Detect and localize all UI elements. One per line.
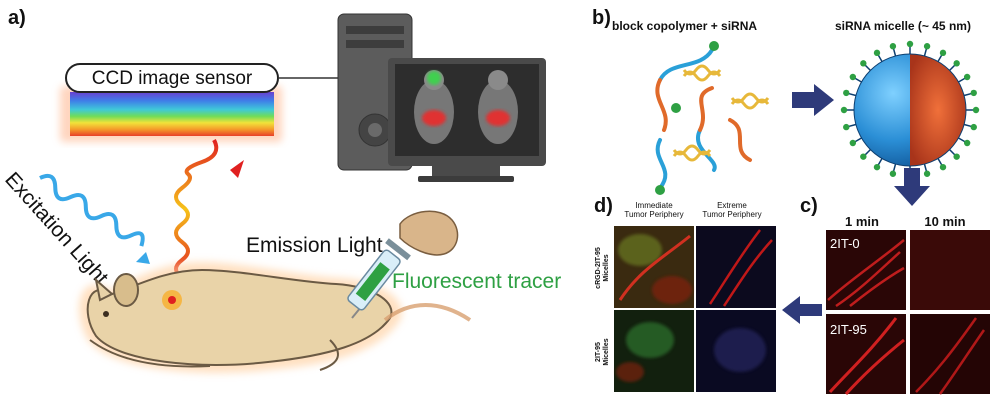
image-c-10min-2it0	[910, 230, 990, 310]
panel-c-col1: 1 min	[845, 214, 879, 229]
panel-b-right-title: siRNA micelle (~ 45 nm)	[835, 19, 971, 33]
peg-end-icon	[963, 73, 971, 81]
hand-icon	[399, 210, 459, 256]
peg-end-icon	[939, 163, 947, 171]
peg-end-icon	[860, 153, 867, 160]
excitation-arrow-head	[136, 252, 150, 264]
block-copolymer-strands	[655, 48, 752, 190]
panel-b-left-title: block copolymer + siRNA	[612, 19, 757, 33]
peg-end-icon	[972, 106, 980, 114]
image-d-extreme-crgd	[696, 226, 776, 308]
peg-end-icon	[709, 41, 719, 51]
panel-c-col2: 10 min	[924, 214, 965, 229]
panel-d-label: d)	[594, 195, 613, 217]
panel-c-row1: 2IT-0	[830, 236, 860, 251]
mouse-image-left	[414, 70, 454, 144]
ccd-sensor: CCD image sensor	[60, 63, 282, 142]
panel-c-label: c)	[800, 195, 818, 217]
sirna-micelle	[840, 40, 980, 180]
peg-end-icon	[889, 43, 897, 50]
panel-d-col1-line2: Tumor Periphery	[624, 210, 683, 219]
peg-end-icon	[671, 103, 681, 113]
tracer-label: Fluorescent tracer	[392, 270, 561, 293]
peg-end-icon	[963, 139, 971, 147]
micelle-spikes	[840, 40, 980, 180]
panel-d-row2-line1: 2IT-95	[595, 342, 602, 362]
panel-d-row1-line1: cRGD-2IT-95	[595, 247, 602, 289]
peg-end-icon	[849, 139, 857, 147]
mouse-image-right	[478, 70, 518, 144]
peg-end-icon	[923, 170, 931, 177]
peg-end-icon	[860, 60, 867, 67]
panel-d: d) Immediate Tumor Periphery Extreme Tum…	[594, 195, 776, 392]
panel-d-col1-line1: Immediate	[635, 201, 673, 210]
excitation-wave	[39, 173, 145, 247]
peg-end-icon	[849, 73, 857, 81]
panel-d-row2-line2: Micelles	[603, 338, 610, 365]
arrow-b-down	[894, 168, 930, 206]
emission-arrow-head	[230, 160, 244, 178]
panel-d-col2-line1: Extreme	[717, 201, 747, 210]
panel-d-col2-line2: Tumor Periphery	[702, 210, 761, 219]
peg-end-icon	[840, 106, 848, 114]
panel-a-label: a)	[8, 7, 26, 29]
panel-c: c) 1 min 10 min 2IT-0 2IT-95	[782, 195, 990, 396]
peg-end-icon	[843, 89, 850, 97]
peg-end-icon	[873, 163, 881, 171]
panel-d-row1-line2: Micelles	[603, 254, 610, 281]
peg-end-icon	[923, 43, 931, 50]
sirna-helix-icon	[672, 64, 770, 162]
monitor-icon	[388, 58, 546, 182]
peg-end-icon	[970, 89, 977, 97]
peg-end-icon	[939, 49, 947, 57]
mouse-illustration	[79, 262, 472, 373]
peg-end-icon	[970, 123, 977, 131]
arrow-b-right	[792, 84, 834, 116]
peg-end-icon	[906, 40, 914, 48]
peg-end-icon	[889, 170, 897, 177]
panel-b-label: b)	[592, 7, 611, 29]
panel-b: b) block copolymer + siRNA siRNA micelle…	[592, 7, 980, 206]
peg-end-icon	[953, 153, 960, 160]
emission-wave	[174, 139, 219, 280]
arrow-c-left	[782, 296, 822, 324]
peg-end-icon	[953, 60, 960, 67]
ccd-rainbow-bar	[70, 92, 274, 136]
panel-a: a) CCD image sensor	[0, 7, 561, 373]
panel-c-row2: 2IT-95	[830, 322, 867, 337]
tumor-spot	[168, 296, 176, 304]
peg-end-icon	[873, 49, 881, 57]
emission-label: Emission Light	[246, 234, 383, 257]
peg-end-icon	[655, 185, 665, 195]
syringe-icon	[347, 238, 411, 319]
peg-end-icon	[843, 123, 850, 131]
ccd-sensor-label: CCD image sensor	[92, 68, 253, 89]
